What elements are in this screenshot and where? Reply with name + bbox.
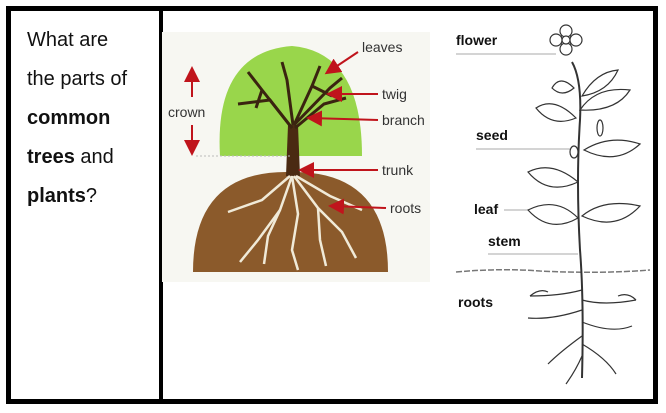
plant-label-flower: flower [456,32,498,48]
leaf-icon [528,205,578,225]
tree-label-twig: twig [382,86,407,102]
plant-label-roots: roots [458,294,493,310]
tree-label-roots: roots [390,200,421,216]
leaf-icon [528,168,578,187]
leaf-icon [582,204,640,223]
leaf-icon [536,104,576,122]
ground-line [456,270,650,273]
plant-label-leaf: leaf [474,201,498,217]
tree-label-crown: crown [168,104,205,120]
tree-label-leaves: leaves [362,39,402,55]
tree-label-branch: branch [382,112,425,128]
plant-diagram: flower seed leaf stem roots [456,25,650,384]
leaf-icon [552,81,574,93]
tree-diagram: crown leaves twig branch trunk roots [162,32,430,282]
plant-label-seed: seed [476,127,508,143]
leaf-icon [584,140,640,157]
plant-leaves [528,70,640,224]
trunk-shape [286,125,300,176]
flower-icon [550,25,582,55]
seed-pod-icon [597,120,603,136]
plant-label-stem: stem [488,233,521,249]
seed-icon [570,146,578,158]
tree-label-trunk: trunk [382,162,414,178]
